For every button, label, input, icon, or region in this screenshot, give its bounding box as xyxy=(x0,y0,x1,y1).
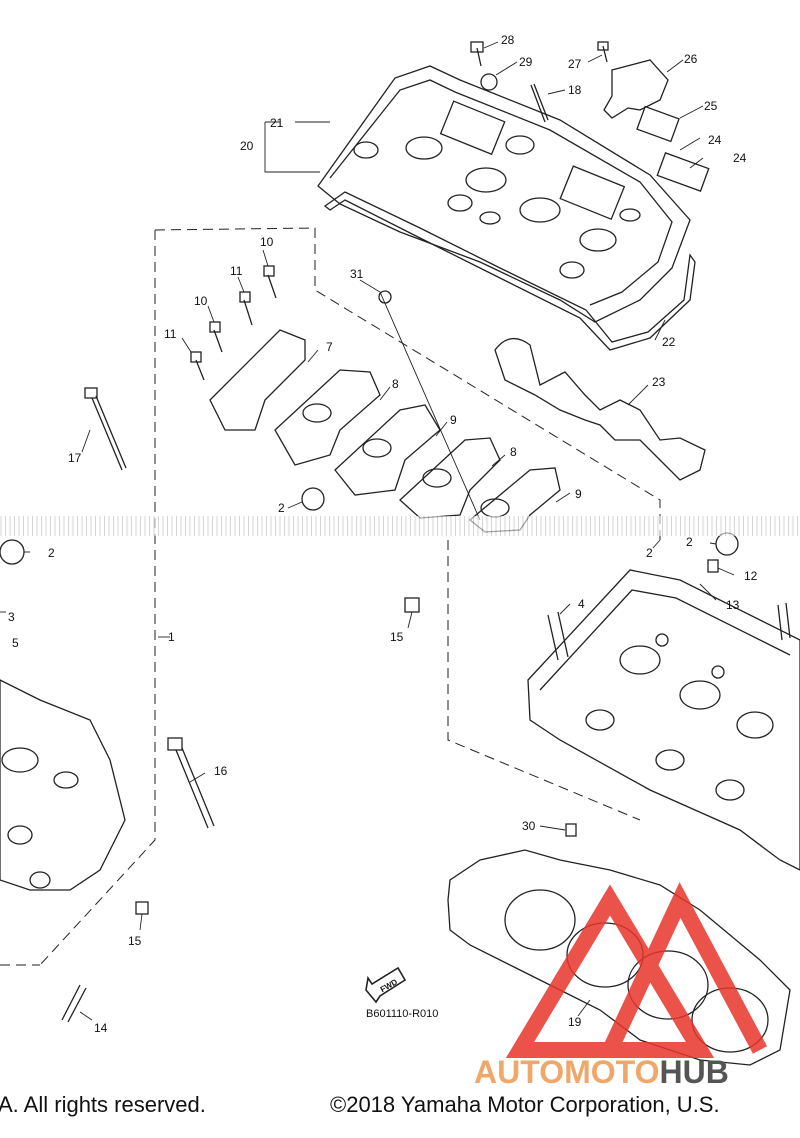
callout-2b: 2 xyxy=(48,546,55,560)
watermark-hub: HUB xyxy=(659,1054,729,1090)
callout-7: 7 xyxy=(326,340,333,354)
callout-2c: 2 xyxy=(646,546,653,560)
callout-10a: 10 xyxy=(260,235,274,249)
callout-13: 13 xyxy=(726,598,740,612)
callout-21: 21 xyxy=(270,116,284,130)
callout-26: 26 xyxy=(684,52,698,66)
callout-17: 17 xyxy=(68,451,82,465)
callout-9a: 9 xyxy=(450,413,457,427)
callout-22: 22 xyxy=(662,335,676,349)
cylinder-head-partial-left xyxy=(0,679,126,891)
callout-28: 28 xyxy=(501,33,515,47)
callout-14: 14 xyxy=(94,1021,108,1035)
callout-18: 18 xyxy=(568,83,582,97)
plug-hole-gasket xyxy=(494,338,706,481)
watermark-auto: AUTO xyxy=(474,1054,565,1090)
callout-29: 29 xyxy=(519,55,533,69)
callout-5: 5 xyxy=(12,636,19,650)
oring-2a xyxy=(301,487,325,511)
callout-15a: 15 xyxy=(390,630,404,644)
callout-23: 23 xyxy=(652,375,666,389)
callout-25: 25 xyxy=(704,99,718,113)
cylinder-head-cover xyxy=(317,65,691,323)
bolts xyxy=(61,41,791,1023)
callout-20: 20 xyxy=(240,139,254,153)
callout-1: 1 xyxy=(168,630,175,644)
callout-30: 30 xyxy=(522,819,536,833)
cylinder-head xyxy=(527,569,800,871)
callout-2a: 2 xyxy=(278,501,285,515)
callout-11b: 11 xyxy=(164,327,177,341)
callout-8b: 8 xyxy=(510,445,517,459)
oring-2c xyxy=(715,532,739,556)
copyright-left: A. All rights reserved. xyxy=(0,1092,206,1117)
oring-2b xyxy=(0,539,25,565)
washer-29 xyxy=(480,73,498,91)
sensor-assembly xyxy=(603,59,710,192)
callout-31: 31 xyxy=(350,267,364,281)
callout-11a: 11 xyxy=(230,264,243,278)
automotohub-watermark: AUTOMOTOHUB xyxy=(474,1054,729,1091)
automotohub-logo xyxy=(505,882,768,1058)
fwd-label: FWD xyxy=(379,977,399,994)
callout-27: 27 xyxy=(568,57,582,71)
callout-19: 19 xyxy=(568,1015,582,1029)
callout-4: 4 xyxy=(578,597,585,611)
callout-8a: 8 xyxy=(392,377,399,391)
head-cover-gasket xyxy=(323,191,696,351)
fwd-arrow xyxy=(365,966,407,1004)
camshaft-caps xyxy=(209,329,561,533)
callout-16: 16 xyxy=(214,764,228,778)
callout-3: 3 xyxy=(8,610,15,624)
copyright-right: ©2018 Yamaha Motor Corporation, U.S. xyxy=(330,1092,720,1117)
scan-seam xyxy=(0,516,800,536)
callout-10b: 10 xyxy=(194,294,208,308)
callout-12: 12 xyxy=(744,569,758,583)
callout-24b: 24 xyxy=(733,151,747,165)
diagram-reference-code: B601110-R010 xyxy=(366,1008,439,1020)
watermark-moto: MOTO xyxy=(564,1054,660,1090)
callout-24a: 24 xyxy=(708,133,722,147)
callout-9b: 9 xyxy=(575,487,582,501)
callout-15b: 15 xyxy=(128,934,142,948)
callout-2d: 2 xyxy=(686,535,693,549)
